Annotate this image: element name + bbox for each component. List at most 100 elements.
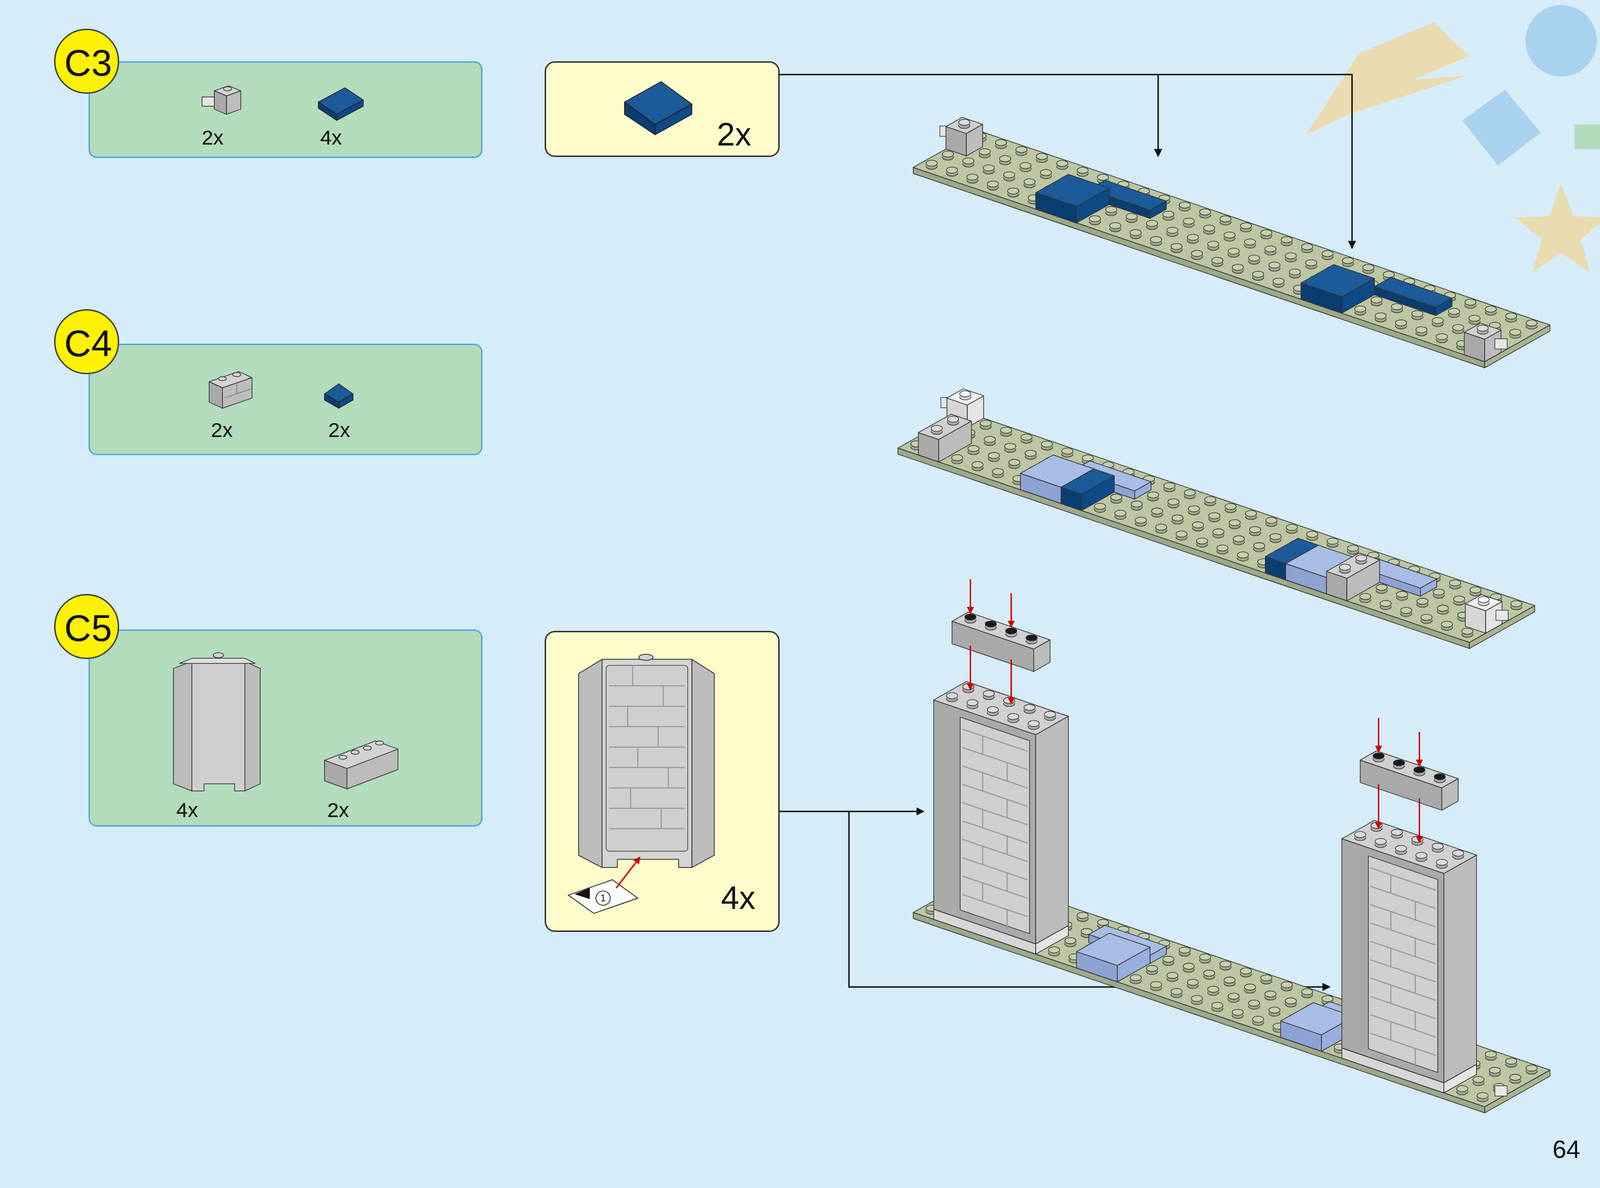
wall-texture [1370, 867, 1436, 890]
clip [1496, 610, 1509, 621]
stud [1155, 524, 1167, 531]
wall-texture [1370, 959, 1436, 982]
stud [1437, 604, 1449, 612]
brick-clip-icon [201, 85, 241, 115]
stud [1199, 208, 1211, 215]
stud [926, 160, 938, 167]
stud [1268, 261, 1280, 269]
stud [1007, 713, 1019, 720]
stud [1411, 836, 1423, 843]
stud [1461, 627, 1473, 635]
wall-texture [1370, 1033, 1436, 1056]
stud [1233, 535, 1245, 542]
part-count: 2x [328, 419, 350, 441]
wall-texture [1006, 872, 1008, 892]
stud [1489, 1067, 1501, 1074]
base-plate [897, 411, 1535, 643]
stud [1391, 828, 1403, 836]
stud [1396, 591, 1408, 598]
slope-callout-part [624, 81, 693, 135]
placement-arrow [969, 645, 972, 690]
stud [1245, 510, 1257, 517]
brick-clip [947, 388, 985, 405]
stud [1229, 519, 1241, 526]
stud [1089, 215, 1101, 223]
callout-fill [544, 61, 780, 157]
brick-1x4 [951, 621, 1034, 672]
stud [1179, 201, 1191, 209]
step-number: C5 [64, 609, 112, 647]
stud [1064, 937, 1076, 944]
stud [1359, 593, 1371, 600]
stud [1211, 1002, 1223, 1009]
stud [1020, 434, 1032, 441]
clip [1494, 1085, 1508, 1097]
stud [1415, 326, 1427, 334]
stud [1166, 972, 1178, 979]
stud [1228, 993, 1240, 1000]
stud [1097, 919, 1109, 926]
stud [1109, 222, 1121, 229]
stud [1097, 174, 1109, 181]
stud [1023, 178, 1035, 185]
stud [1187, 234, 1199, 241]
part-count: 2x [201, 126, 224, 148]
stud [1044, 711, 1056, 718]
callout-arrow [1157, 74, 1159, 157]
stud [983, 690, 995, 697]
stud [1391, 303, 1403, 310]
parts-list-panel: 2x 4x [88, 61, 483, 159]
part-count: 4x [320, 126, 342, 148]
stud [1347, 545, 1359, 552]
stud [1126, 213, 1138, 220]
stud [1146, 220, 1158, 227]
stud [1036, 153, 1048, 160]
stud [962, 683, 974, 690]
stud [1373, 752, 1385, 760]
stud [1468, 315, 1480, 322]
stud [1008, 459, 1020, 466]
stud [1354, 305, 1366, 313]
slope [1374, 277, 1453, 308]
part-count: 2x [211, 419, 233, 441]
part-count: 4x [720, 881, 756, 914]
wall-texture [962, 839, 1028, 862]
stud [1285, 252, 1297, 259]
stud [979, 148, 991, 156]
stud [1196, 537, 1208, 545]
stud [984, 436, 996, 443]
stud [1509, 329, 1521, 336]
stud [1203, 224, 1215, 232]
wall-texture [1370, 886, 1436, 909]
stud [1000, 426, 1012, 434]
wall-texture [1414, 974, 1416, 994]
stud [1184, 489, 1196, 496]
part-count: 2x [716, 117, 752, 151]
stud [1485, 1051, 1497, 1058]
wall-texture [1370, 977, 1436, 1000]
stud [946, 167, 958, 174]
stud [1265, 517, 1277, 524]
page-number: 64 [1552, 1136, 1581, 1162]
stud [1192, 521, 1204, 528]
slope [1300, 264, 1375, 297]
stud [1094, 503, 1106, 510]
parts-list-panel: 4x2x [88, 629, 483, 827]
wall-texture [1006, 762, 1008, 781]
stud [1432, 589, 1444, 596]
placement-arrow [1010, 593, 1012, 627]
stud [1237, 551, 1249, 559]
stud [1151, 507, 1163, 515]
stud [1376, 584, 1388, 591]
stud [1473, 1076, 1485, 1083]
sticker-number: 1 [600, 893, 606, 903]
stud [1413, 766, 1425, 773]
stud [1019, 162, 1031, 169]
brick-1x4 [951, 612, 1051, 649]
stud [1026, 634, 1038, 641]
stud [1327, 537, 1339, 545]
slope [1076, 933, 1151, 966]
stud [1370, 822, 1382, 829]
stud [1436, 859, 1448, 866]
stud [1056, 160, 1068, 167]
